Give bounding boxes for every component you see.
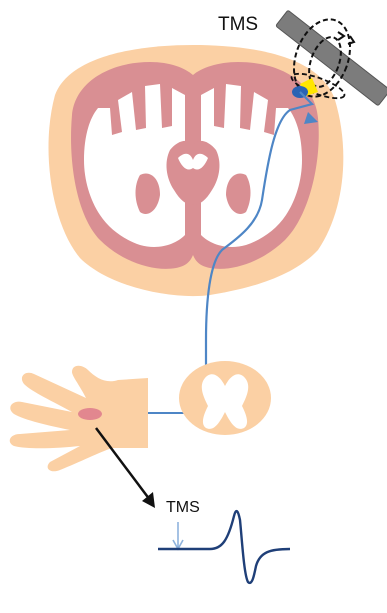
hand-outline bbox=[10, 366, 148, 472]
target-muscle-spot bbox=[78, 408, 102, 420]
recording-arrowhead-icon bbox=[142, 492, 155, 508]
tms-trace-label: TMS bbox=[166, 499, 200, 516]
field-arrow-icon-1 bbox=[338, 32, 344, 40]
spinal-cord-section bbox=[179, 361, 271, 435]
brain-section bbox=[48, 45, 343, 296]
emg-recording: TMS bbox=[96, 428, 290, 583]
stimulus-marker-arrow-icon bbox=[173, 522, 183, 549]
tms-coil-label: TMS bbox=[218, 14, 258, 35]
hand bbox=[10, 366, 148, 472]
